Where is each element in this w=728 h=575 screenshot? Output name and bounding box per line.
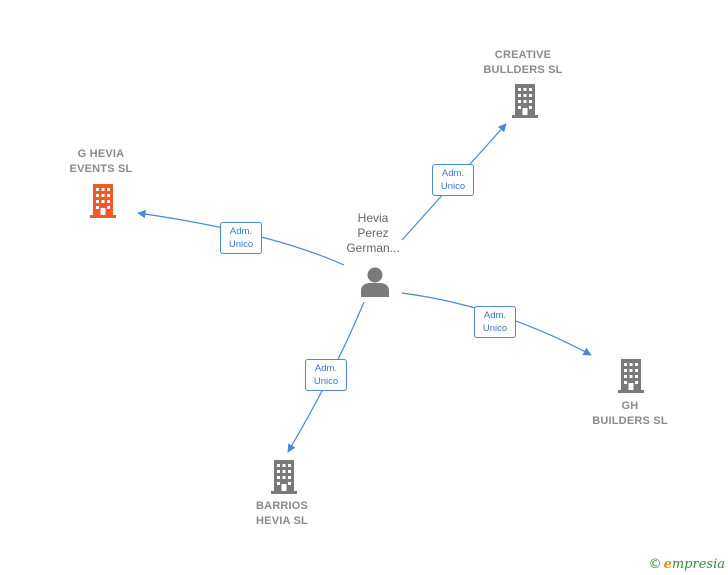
building-icon[interactable] bbox=[87, 184, 119, 218]
edge-badge-line2: Unico bbox=[313, 376, 339, 387]
edge-badge-ghevia[interactable]: Adm. Unico bbox=[220, 222, 262, 254]
edge-badge-line1: Adm. bbox=[441, 168, 465, 179]
edge-badge-line2: Unico bbox=[228, 239, 254, 250]
edge-badge-line2: Unico bbox=[440, 181, 466, 192]
brand-footer: ©empresia bbox=[649, 557, 725, 572]
edge-badge-creative[interactable]: Adm. Unico bbox=[432, 164, 474, 196]
company-label-barrios[interactable]: BARRIOS HEVIA SL bbox=[255, 500, 309, 527]
building-icon[interactable] bbox=[509, 84, 541, 118]
edge-badge-line2: Unico bbox=[482, 323, 508, 334]
person-icon[interactable] bbox=[360, 266, 390, 297]
company-label-ghevia[interactable]: G HEVIA EVENTS SL bbox=[69, 148, 133, 175]
company-label-gh[interactable]: GH BUILDERS SL bbox=[592, 400, 668, 427]
building-icon[interactable] bbox=[615, 359, 647, 393]
brand-name: mpresia bbox=[671, 557, 725, 572]
edge-badge-line1: Adm. bbox=[483, 310, 507, 321]
edge-badge-gh[interactable]: Adm. Unico bbox=[474, 306, 516, 338]
edge-badge-line1: Adm. bbox=[314, 363, 338, 374]
edge-badge-barrios[interactable]: Adm. Unico bbox=[305, 359, 347, 391]
building-icon[interactable] bbox=[268, 460, 300, 494]
brand-initial: e bbox=[663, 557, 672, 572]
edge-badge-line1: Adm. bbox=[229, 226, 253, 237]
company-label-creative[interactable]: CREATIVE BULLDERS SL bbox=[483, 49, 563, 76]
person-name[interactable]: Hevia Perez German... bbox=[346, 211, 400, 255]
copyright-icon: © bbox=[648, 557, 662, 572]
